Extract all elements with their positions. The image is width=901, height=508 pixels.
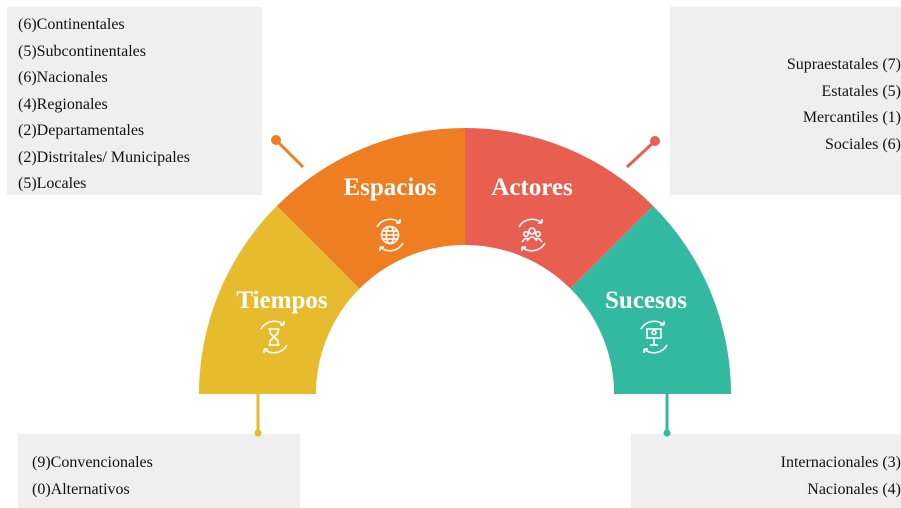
hourglass-icon <box>260 320 288 354</box>
connector-espacios <box>271 135 305 169</box>
espacios-item: (6)Nacionales <box>18 69 108 86</box>
sucesos-list-box: Internacionales (3) Nacionales (4) <box>631 434 901 508</box>
sucesos-item: Internacionales (3) <box>780 454 901 471</box>
segment-tiempos <box>199 205 360 394</box>
actores-item: Mercantiles (1) <box>802 109 901 126</box>
espacios-item: (2)Departamentales <box>18 122 145 139</box>
people-icon <box>518 218 546 252</box>
tiempos-item: (9)Convencionales <box>32 454 153 471</box>
segment-sucesos <box>570 205 731 394</box>
tiempos-item: (0)Alternativos <box>32 480 130 498</box>
espacios-item: (5)Locales <box>18 175 87 192</box>
tiempos-list-box: (9)Convencionales (0)Alternativos <box>18 434 300 508</box>
espacios-item: (2)Distritales/ Municipales <box>18 148 190 166</box>
connector-sucesos <box>663 394 671 437</box>
actores-item: Estatales (5) <box>821 82 901 100</box>
segment-espacios <box>276 128 465 289</box>
segment-label-actores: Actores <box>491 174 573 201</box>
segment-label-espacios: Espacios <box>343 174 436 201</box>
actores-item: Sociales (6) <box>825 135 901 153</box>
connector-tiempos <box>254 394 262 437</box>
sucesos-item: Nacionales (4) <box>807 480 901 498</box>
presentation-icon <box>640 320 668 354</box>
actores-item: Supraestatales (7) <box>786 56 901 73</box>
segment-label-tiempos: Tiempos <box>236 287 327 314</box>
segment-actores <box>465 128 654 289</box>
espacios-item: (5)Subcontinentales <box>18 42 146 60</box>
actores-list-box: Supraestatales (7) Estatales (5) Mercant… <box>670 7 901 195</box>
espacios-item: (6)Continentales <box>18 16 125 33</box>
espacios-list-box: (6)Continentales (5)Subcontinentales (6)… <box>7 7 262 195</box>
segment-label-sucesos: Sucesos <box>605 287 687 314</box>
globe-icon <box>376 218 404 252</box>
espacios-item: (4)Regionales <box>18 95 108 113</box>
connector-actores <box>625 136 660 169</box>
